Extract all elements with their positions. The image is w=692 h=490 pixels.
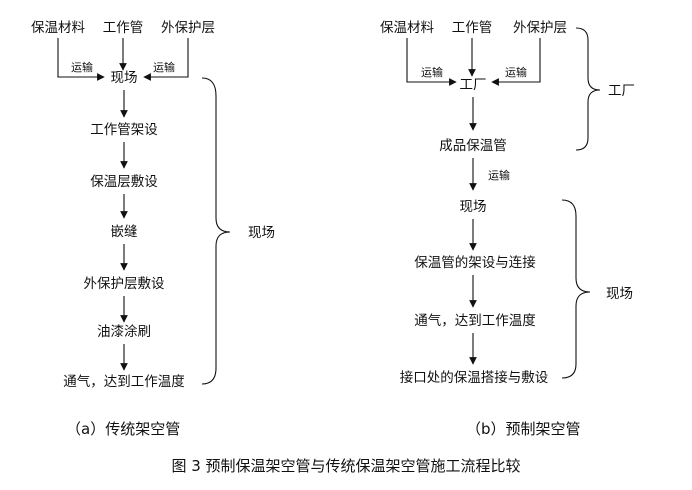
panel-a-step-painting: 油漆涂刷 xyxy=(97,324,151,340)
panel-b-step-factory: 工厂 xyxy=(460,77,487,93)
panel-b-step-erection-connection: 保温管的架设与连接 xyxy=(414,254,536,271)
panel-a: 保温材料 工作管 外保护层 运输 运输 现场 工作管架设 保温层敷设 嵌缝 外保… xyxy=(31,20,275,438)
panel-b-connector-left xyxy=(406,38,457,86)
panel-b-factory-bracket xyxy=(575,27,601,151)
panel-b-input-work-pipe: 工作管 xyxy=(452,20,493,36)
panel-b-step-joint-insulation: 接口处的保温搭接与敷设 xyxy=(400,369,549,386)
panel-b-caption: （b）预制架空管 xyxy=(466,420,581,438)
panel-a-input-outer-layer: 外保护层 xyxy=(161,20,215,36)
panel-a-step-insulation-laying: 保温层敷设 xyxy=(90,174,158,190)
panel-b-site-bracket-label: 现场 xyxy=(606,286,633,302)
panel-a-input-insulation: 保温材料 xyxy=(31,20,85,36)
panel-a-step-pipe-erection: 工作管架设 xyxy=(90,122,158,138)
panel-b-input-insulation: 保温材料 xyxy=(380,20,434,36)
panel-b-site-bracket xyxy=(561,199,591,379)
panel-a-transport-label-left: 运输 xyxy=(71,60,93,74)
panel-b-transport-label-left: 运输 xyxy=(421,65,443,79)
panel-a-input-work-pipe: 工作管 xyxy=(103,20,144,36)
panel-a-site-bracket-label: 现场 xyxy=(248,225,275,241)
panel-a-step-ventilation: 通气，达到工作温度 xyxy=(63,374,185,390)
panel-a-connector-right xyxy=(143,38,189,81)
panel-a-site-bracket xyxy=(201,77,231,385)
panel-a-step-site: 现场 xyxy=(111,70,138,86)
figure-caption: 图 3 预制保温架空管与传统保温架空管施工流程比较 xyxy=(171,457,520,475)
panel-a-connector-left xyxy=(57,38,105,81)
panel-a-step-outer-layer-laying: 外保护层敷设 xyxy=(84,276,165,292)
panel-b: 保温材料 工作管 外保护层 运输 运输 工厂 成品保温管 工厂 运输 现场 保温… xyxy=(380,20,635,438)
panel-a-step-caulking: 嵌缝 xyxy=(111,224,138,240)
panel-b-transport-label-right: 运输 xyxy=(505,65,527,79)
panel-b-step-site: 现场 xyxy=(460,199,487,215)
panel-b-input-outer-layer: 外保护层 xyxy=(513,20,567,36)
panel-b-step-ventilation: 通气，达到工作温度 xyxy=(414,313,536,329)
panel-a-transport-label-right: 运输 xyxy=(153,60,175,74)
panel-b-step-finished-pipe: 成品保温管 xyxy=(439,138,507,154)
panel-b-factory-bracket-label: 工厂 xyxy=(608,83,635,99)
panel-a-caption: （a）传统架空管 xyxy=(66,420,180,438)
panel-b-connector-right xyxy=(491,38,541,86)
panel-b-transport-label-middle: 运输 xyxy=(488,168,510,182)
